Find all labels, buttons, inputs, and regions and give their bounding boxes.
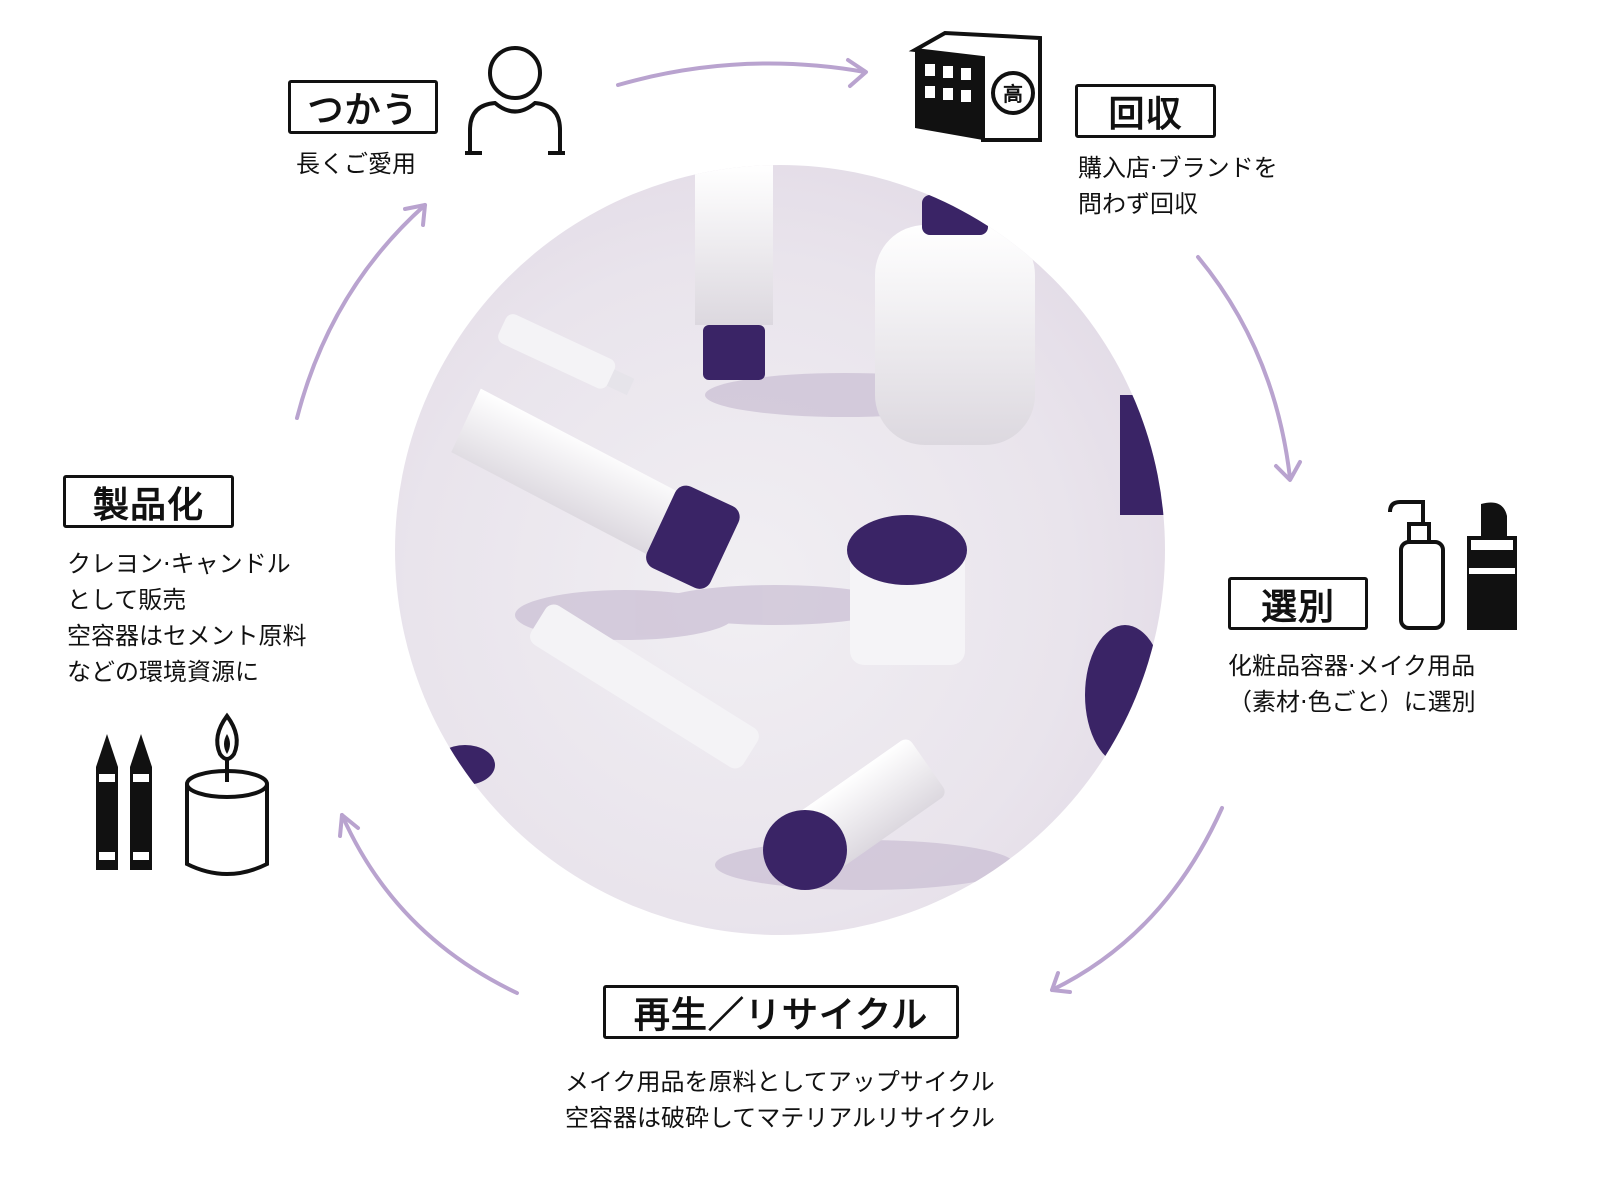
arrow-collect-to-sort <box>1196 255 1292 480</box>
step-sort-label: 選別 <box>1228 577 1368 630</box>
crayon-candle-icon <box>96 712 269 876</box>
desc-line: 購入店·ブランドを <box>1078 154 1278 182</box>
desc-line: 空容器は破砕してマテリアルリサイクル <box>565 1104 995 1132</box>
desc-line: 問わず回収 <box>1078 190 1198 218</box>
step-productize-label: 製品化 <box>63 475 234 528</box>
desc-line: 空容器はセメント原料 <box>67 622 307 650</box>
containers-illustration <box>435 165 1165 890</box>
step-use-label: つかう <box>288 80 438 134</box>
desc-line: 長くご愛用 <box>296 150 416 178</box>
desc-line: メイク用品を原料としてアップサイクル <box>565 1068 995 1096</box>
pump-bottle-lipstick-icon <box>1388 500 1517 630</box>
store-building-icon: 高 <box>908 30 1042 142</box>
desc-line: （素材·色ごと）に選別 <box>1228 688 1476 716</box>
desc-line: クレヨン·キャンドル <box>67 550 291 578</box>
desc-line: 化粧品容器·メイク用品 <box>1228 652 1476 680</box>
desc-line: などの環境資源に <box>67 658 259 686</box>
arrow-recycle-to-productize <box>340 813 519 995</box>
cosmetics-containers-photo <box>395 165 1165 935</box>
step-collect-label: 回収 <box>1075 84 1216 138</box>
step-sort-desc: 化粧品容器·メイク用品 （素材·色ごと）に選別 <box>1228 648 1476 720</box>
step-use-desc: 長くご愛用 <box>296 146 416 182</box>
step-recycle-label: 再生／リサイクル <box>603 985 959 1039</box>
desc-line: として販売 <box>67 586 187 614</box>
step-productize-desc: クレヨン·キャンドル として販売 空容器はセメント原料 などの環境資源に <box>67 546 307 690</box>
arrow-productize-to-use <box>295 203 427 420</box>
svg-text:高: 高 <box>1003 82 1023 106</box>
step-collect-desc: 購入店·ブランドを 問わず回収 <box>1078 150 1278 222</box>
arrow-use-to-collect <box>616 61 867 87</box>
arrow-sort-to-recycle <box>1050 806 1224 992</box>
person-icon <box>465 46 565 155</box>
step-recycle-desc: メイク用品を原料としてアップサイクル 空容器は破砕してマテリアルリサイクル <box>565 1064 995 1136</box>
